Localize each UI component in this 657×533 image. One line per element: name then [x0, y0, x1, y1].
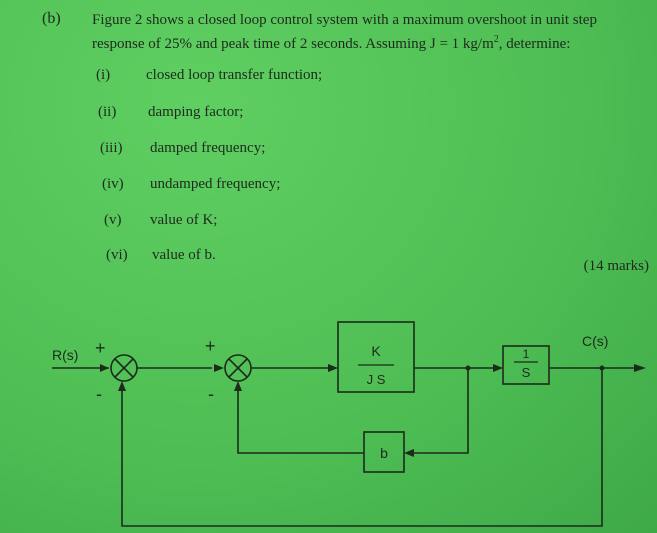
- outer-feedback-line: [121, 368, 603, 527]
- item-text: value of K;: [150, 212, 218, 228]
- item-number: (vi): [106, 247, 128, 263]
- feedback-block-b: [363, 431, 405, 473]
- forward-block-numerator: K: [371, 343, 381, 359]
- sum1-minus-sign: -: [96, 384, 102, 404]
- intro-superscript: 2: [493, 34, 499, 45]
- inner-feedback-return-line: [237, 391, 364, 454]
- item-text: value of b.: [152, 247, 216, 263]
- input-arrow: [100, 364, 109, 372]
- output-arrow: [634, 364, 646, 372]
- integrator-denominator: S: [522, 365, 531, 380]
- output-label: C(s): [582, 333, 608, 349]
- item-text: closed loop transfer function;: [146, 67, 323, 83]
- sum2-minus-sign: -: [208, 384, 214, 404]
- intro-line-2-text: response of 25% and peak time of 2 secon…: [92, 36, 494, 52]
- item-number: (v): [104, 212, 122, 228]
- forward-block-denominator: J S: [367, 372, 386, 387]
- integrator-numerator: 1: [523, 347, 530, 361]
- block-diagram: R(s) C(s) + - + - K J S 1 S b: [52, 321, 646, 527]
- item-number: (iv): [102, 176, 124, 192]
- sum2-plus-sign: +: [205, 336, 216, 356]
- item-number: (ii): [98, 104, 117, 120]
- integrator-block: [502, 345, 550, 385]
- marks-label: (14 marks): [583, 258, 649, 274]
- inner-feedback-line: [414, 368, 469, 454]
- item-text: damping factor;: [148, 104, 244, 120]
- forward-block: [337, 321, 415, 393]
- sum1-plus-sign: +: [95, 338, 106, 358]
- item-number: (i): [96, 67, 111, 83]
- item-number: (iii): [100, 140, 123, 156]
- intro-line-2: response of 25% and peak time of 2 secon…: [92, 30, 637, 54]
- intro-line-1: Figure 2 shows a closed loop control sys…: [92, 12, 597, 28]
- intro-line-2-end: , determine:: [498, 36, 571, 52]
- item-text: damped frequency;: [150, 140, 266, 156]
- question-intro: Figure 2 shows a closed loop control sys…: [92, 10, 637, 54]
- part-label: (b): [42, 10, 61, 27]
- feedback-block-label: b: [380, 445, 388, 461]
- item-text: undamped frequency;: [150, 176, 281, 192]
- input-label: R(s): [52, 347, 78, 363]
